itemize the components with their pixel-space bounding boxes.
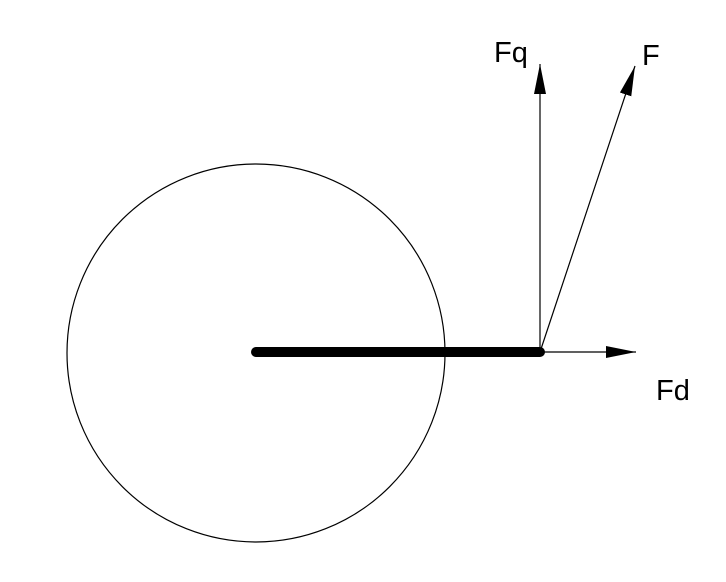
f-label: F (642, 40, 660, 72)
f-vector-arrow (539, 65, 636, 353)
fq-label: Fq (494, 37, 528, 69)
fd-label: Fd (656, 375, 690, 407)
